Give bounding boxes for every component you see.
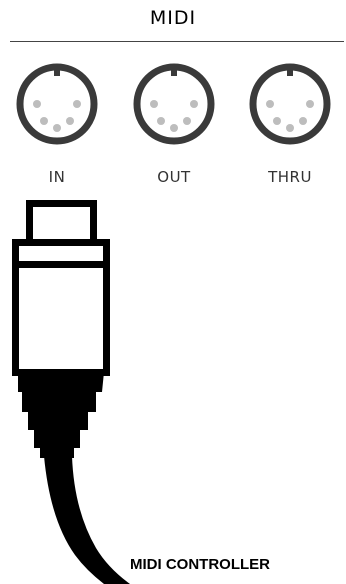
- midi-out-port-notch: [171, 67, 177, 76]
- midi-controller-caption: MIDI CONTROLLER: [130, 556, 270, 573]
- midi-cable: [44, 456, 130, 584]
- midi-thru-label: THRU: [250, 168, 330, 186]
- plug-body: [16, 265, 107, 373]
- midi-out-port[interactable]: [137, 67, 211, 141]
- midi-thru-port[interactable]: [253, 67, 327, 141]
- midi-in-label: IN: [17, 168, 97, 186]
- midi-thru-port-notch: [287, 67, 293, 76]
- midi-in-port-notch: [54, 67, 60, 76]
- midi-in-port[interactable]: [20, 67, 94, 141]
- midi-out-label: OUT: [134, 168, 214, 186]
- plug-strain-relief: [18, 372, 104, 458]
- midi-plug[interactable]: [16, 204, 131, 584]
